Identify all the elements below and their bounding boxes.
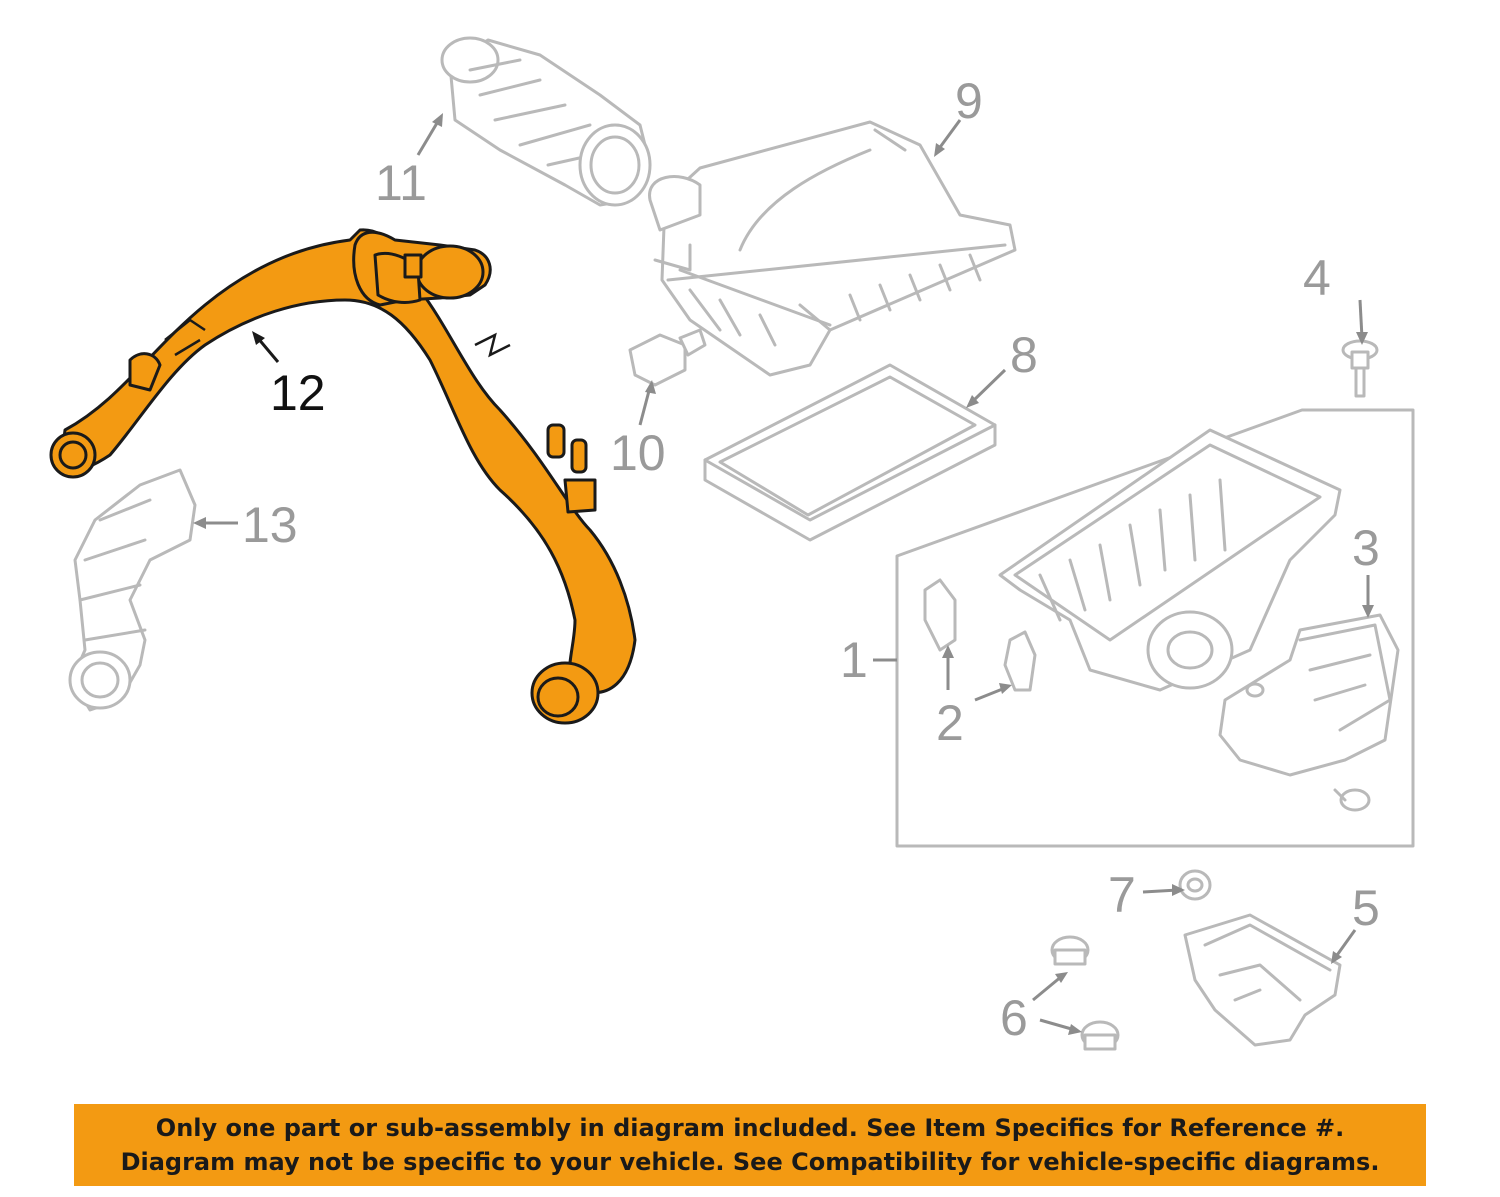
- part-1-air-cleaner-body: [998, 428, 1342, 692]
- callout-4: 4: [1303, 250, 1331, 306]
- part-2-clips: [923, 578, 1037, 692]
- part-5-bracket: [1183, 913, 1342, 1047]
- part-12-air-intake-tube: [49, 228, 637, 725]
- part-6-grommets: [1050, 935, 1120, 1051]
- callout-11: 11: [375, 155, 427, 211]
- callout-12: 12: [270, 365, 326, 421]
- part-4-bolt: [1341, 339, 1379, 398]
- callout-9: 9: [955, 73, 983, 129]
- disclaimer-banner: Only one part or sub-assembly in diagram…: [74, 1104, 1426, 1186]
- disclaimer-line-1: Only one part or sub-assembly in diagram…: [155, 1114, 1345, 1142]
- callout-3: 3: [1352, 520, 1380, 576]
- callout-10: 10: [610, 425, 666, 481]
- part-10-sensor: [628, 328, 707, 387]
- part-7-grommet: [1178, 869, 1212, 901]
- callout-2: 2: [936, 695, 964, 751]
- part-9-air-cleaner-cover: [648, 120, 1017, 377]
- callout-13: 13: [242, 497, 298, 553]
- callout-8: 8: [1010, 327, 1038, 383]
- callout-labels: 11 9 4 8 10 12 13 3 1 2 7 5 6: [242, 73, 1380, 1046]
- assembly-1-frame: [895, 408, 1415, 848]
- part-3-duct: [1218, 613, 1400, 812]
- part-8-air-filter: [703, 363, 997, 542]
- callout-6: 6: [1000, 990, 1028, 1046]
- part-13-lower-bellows: [68, 468, 197, 712]
- leader-lines: [193, 113, 1374, 1035]
- callout-5: 5: [1352, 880, 1380, 936]
- disclaimer-line-2: Diagram may not be specific to your vehi…: [120, 1148, 1380, 1176]
- callout-1: 1: [840, 632, 868, 688]
- callout-7: 7: [1108, 867, 1136, 923]
- parts-diagram: 11 9 4 8 10 12 13 3 1 2 7 5 6: [49, 36, 1415, 1051]
- part-11-intake-bellows: [440, 36, 652, 207]
